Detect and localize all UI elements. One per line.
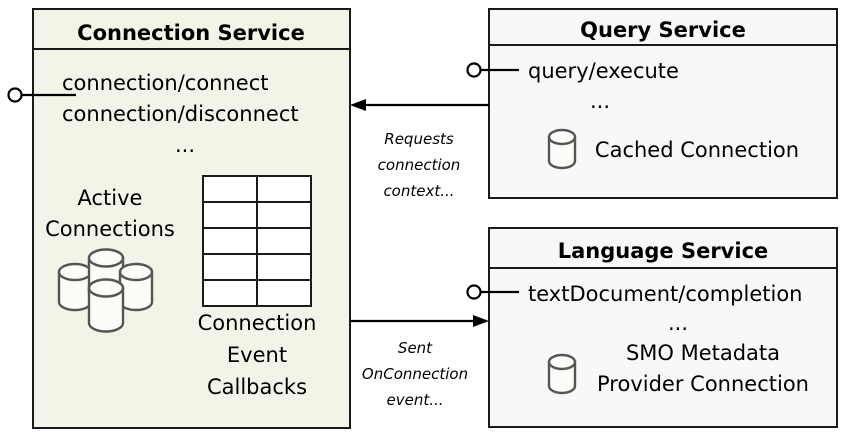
smo-metadata-label-line2: Provider Connection bbox=[597, 372, 809, 396]
component-connection-service[interactable]: Connection Service connection/connect co… bbox=[7, 8, 351, 429]
database-cylinder-stack-icon bbox=[57, 248, 154, 333]
query-service-interface-0[interactable]: query/execute bbox=[528, 59, 679, 83]
connection-event-callbacks-label-line3: Callbacks bbox=[207, 375, 307, 399]
table-grid-icon bbox=[202, 175, 312, 307]
cylinder-front bbox=[87, 278, 125, 333]
lollipop-circle-icon[interactable] bbox=[7, 87, 23, 103]
active-connections-label-line1: Active bbox=[78, 186, 143, 210]
store-active-connections[interactable]: Active Connections bbox=[45, 186, 175, 333]
edge-query-to-connection-label-line3: context... bbox=[383, 182, 454, 200]
edge-connection-to-language[interactable]: Sent OnConnection event... bbox=[350, 315, 489, 409]
component-query-service[interactable]: Query Service query/execute ... Cached C… bbox=[466, 8, 838, 199]
language-service-interface-0[interactable]: textDocument/completion bbox=[528, 282, 802, 306]
query-service-ellipsis: ... bbox=[590, 89, 610, 113]
connection-event-callbacks-label-line1: Connection bbox=[198, 311, 317, 335]
query-service-title: Query Service bbox=[580, 18, 746, 42]
active-connections-label-line2: Connections bbox=[45, 217, 175, 241]
language-service-box bbox=[488, 227, 838, 428]
query-service-box bbox=[488, 8, 838, 199]
cached-connection-label: Cached Connection bbox=[595, 138, 799, 162]
connection-service-interface-1[interactable]: connection/disconnect bbox=[62, 102, 299, 126]
edge-connection-to-language-label-line2: OnConnection bbox=[362, 365, 468, 383]
connection-service-ellipsis: ... bbox=[175, 133, 195, 157]
database-cylinder-icon bbox=[547, 128, 577, 170]
store-connection-event-callbacks[interactable]: Connection Event Callbacks bbox=[198, 175, 317, 399]
edge-query-to-connection[interactable]: Requests connection context... bbox=[350, 99, 489, 200]
language-service-provided-interface[interactable] bbox=[466, 284, 520, 300]
language-service-ellipsis: ... bbox=[668, 311, 688, 335]
connection-service-interface-0[interactable]: connection/connect bbox=[62, 71, 269, 95]
connection-service-title: Connection Service bbox=[77, 21, 305, 45]
lollipop-circle-icon[interactable] bbox=[466, 62, 482, 78]
edge-query-to-connection-label-line2: connection bbox=[378, 156, 461, 174]
edge-query-to-connection-arrowhead bbox=[350, 99, 366, 111]
language-service-title: Language Service bbox=[558, 239, 769, 263]
store-smo-metadata-provider-connection[interactable]: SMO Metadata Provider Connection bbox=[547, 341, 809, 396]
component-language-service[interactable]: Language Service textDocument/completion… bbox=[466, 227, 838, 428]
smo-metadata-label-line1: SMO Metadata bbox=[626, 341, 780, 365]
edge-connection-to-language-arrowhead bbox=[473, 315, 489, 327]
edge-connection-to-language-label-line1: Sent bbox=[398, 339, 433, 357]
connection-service-provided-interface[interactable] bbox=[7, 87, 77, 103]
lollipop-circle-icon[interactable] bbox=[466, 284, 482, 300]
connection-event-callbacks-label-line2: Event bbox=[227, 343, 287, 367]
store-cached-connection[interactable]: Cached Connection bbox=[547, 128, 799, 170]
edge-connection-to-language-label-line3: event... bbox=[386, 391, 443, 409]
cylinder-left bbox=[57, 262, 93, 312]
database-cylinder-icon bbox=[547, 353, 577, 395]
edge-query-to-connection-label-line1: Requests bbox=[384, 130, 454, 148]
query-service-provided-interface[interactable] bbox=[466, 62, 520, 78]
cylinder-right bbox=[118, 262, 154, 312]
